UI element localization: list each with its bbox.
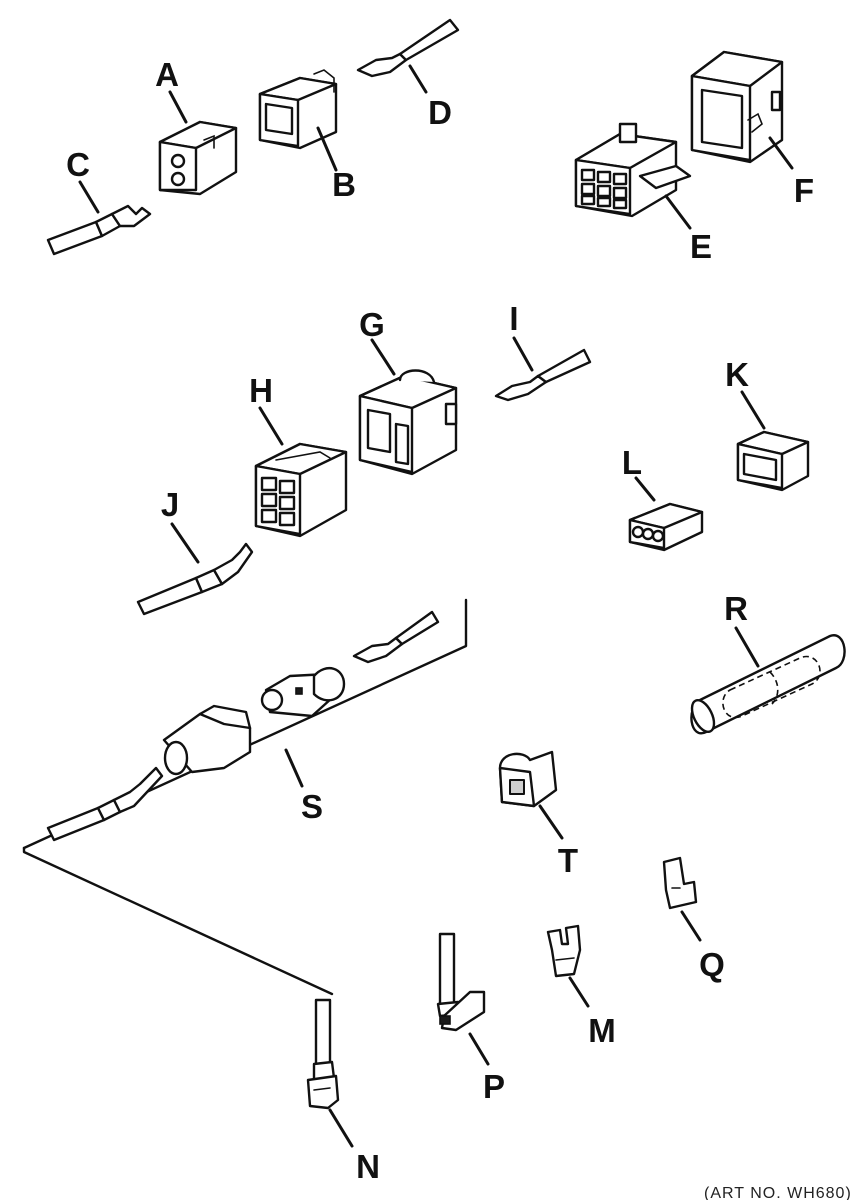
leader-e [664, 194, 692, 230]
label-t: T [558, 842, 578, 879]
label-d: D [428, 94, 452, 131]
label-l: L [622, 444, 642, 481]
housing-b [258, 69, 338, 150]
leader-k [740, 390, 766, 430]
leader-j [170, 522, 200, 564]
leader-c [78, 180, 100, 214]
label-s: S [301, 788, 323, 825]
leader-i [512, 336, 534, 372]
housing-a [158, 120, 238, 196]
label-c: C [66, 146, 90, 183]
sleeve-r [690, 634, 846, 735]
art-number: (ART NO. WH680) [704, 1185, 852, 1200]
housing-e [574, 122, 692, 218]
label-j: J [161, 486, 179, 523]
terminal-n [306, 998, 340, 1110]
leader-a [168, 90, 188, 124]
housing-f [690, 50, 784, 164]
label-b: B [332, 166, 356, 203]
leader-t [538, 804, 564, 840]
leader-q [680, 910, 702, 942]
label-f: F [794, 172, 814, 209]
housing-h [254, 442, 348, 538]
label-r: R [724, 590, 748, 627]
terminal-q [662, 856, 698, 910]
terminal-d [356, 18, 460, 78]
leader-b [316, 126, 338, 172]
label-k: K [725, 356, 749, 393]
terminal-j [136, 542, 254, 616]
leader-s [284, 748, 304, 788]
housing-k [736, 430, 810, 492]
terminal-i [494, 348, 592, 402]
leader-d [408, 64, 428, 94]
label-p: P [483, 1068, 505, 1105]
panel-s [22, 598, 468, 996]
leader-p [468, 1032, 490, 1066]
leader-m [568, 976, 590, 1008]
label-i: I [509, 300, 518, 337]
connector-s [46, 610, 440, 842]
clip-t [498, 750, 558, 808]
label-q: Q [699, 946, 725, 983]
label-a: A [155, 56, 179, 93]
housing-l [628, 502, 704, 552]
label-m: M [588, 1012, 616, 1049]
label-g: G [359, 306, 385, 343]
housing-g [358, 369, 458, 476]
leader-r [734, 626, 760, 668]
terminal-c [46, 204, 152, 256]
label-h: H [249, 372, 273, 409]
leader-h [258, 406, 284, 446]
leader-l [634, 476, 656, 502]
leader-n [328, 1108, 354, 1148]
leader-g [370, 338, 396, 376]
label-e: E [690, 228, 712, 265]
label-n: N [356, 1148, 380, 1185]
terminal-p [436, 932, 486, 1032]
terminal-m [546, 924, 582, 978]
leader-f [768, 136, 794, 170]
